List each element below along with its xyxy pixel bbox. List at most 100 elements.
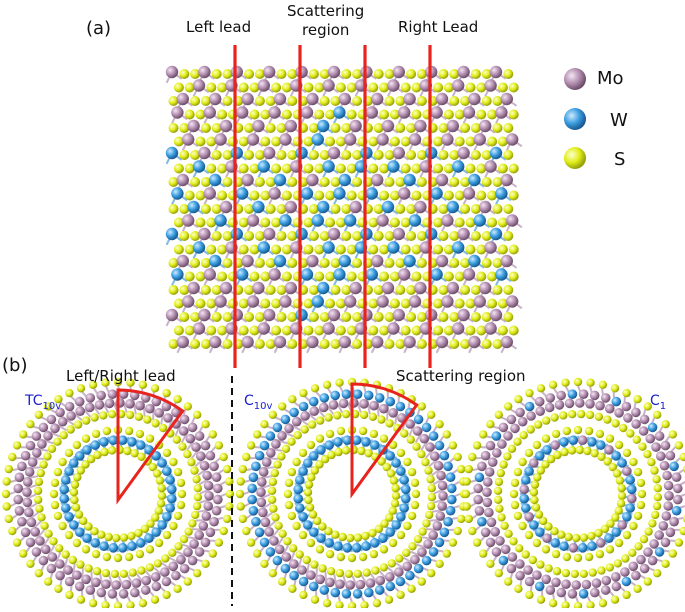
s-atom (454, 453, 462, 461)
mo-atom (171, 571, 181, 581)
s-atom (549, 599, 557, 607)
w-atom (312, 214, 324, 226)
s-atom (427, 411, 435, 419)
s-atom (385, 339, 395, 349)
s-atom (640, 535, 648, 543)
w-atom (99, 437, 109, 447)
mo-atom (387, 79, 399, 91)
mo-atom (651, 442, 661, 452)
mo-atom (195, 431, 205, 441)
s-atom (504, 402, 512, 410)
s-atom (223, 177, 233, 187)
s-atom (347, 191, 357, 201)
mo-atom (301, 106, 313, 118)
s-atom (527, 425, 535, 433)
s-atom (325, 137, 335, 147)
s-atom (55, 544, 63, 552)
mo-atom (661, 441, 671, 451)
s-atom (552, 550, 560, 558)
s-atom (514, 585, 522, 593)
w-atom (136, 538, 146, 548)
s-atom (114, 554, 122, 562)
s-atom (403, 522, 411, 530)
w-atom (274, 255, 286, 267)
panel-a-label: (a) (86, 18, 111, 39)
w-atom (61, 503, 71, 513)
mo-atom (268, 106, 280, 118)
w-atom (422, 423, 432, 433)
s-atom (373, 599, 381, 607)
s-atom (680, 453, 685, 461)
w-atom (136, 440, 146, 450)
s-atom (201, 123, 211, 133)
w-atom (378, 533, 388, 543)
s-atom (449, 538, 457, 546)
s-atom (644, 577, 652, 585)
mo-atom (75, 406, 85, 416)
s-atom (90, 413, 98, 421)
s-atom (37, 469, 45, 477)
w-atom (281, 415, 291, 425)
mo-atom (319, 403, 329, 413)
s-atom (577, 410, 585, 418)
s-atom (92, 550, 100, 558)
mo-atom (125, 399, 135, 409)
w-atom (612, 397, 622, 407)
s-atom (433, 326, 443, 336)
mo-atom (622, 402, 632, 412)
s-atom (455, 137, 465, 147)
mo-atom (457, 147, 469, 159)
s-atom (65, 389, 73, 397)
mo-atom (356, 580, 366, 590)
s-atom (518, 522, 526, 530)
mo-atom (75, 582, 85, 592)
mo-atom (315, 575, 325, 585)
s-atom (553, 567, 561, 575)
mo-atom (55, 559, 65, 569)
mo-atom (501, 174, 513, 186)
s-atom (253, 549, 261, 557)
s-atom (619, 424, 627, 432)
s-atom (179, 231, 189, 241)
s-atom (385, 596, 393, 604)
s-atom (93, 567, 101, 575)
mo-atom (206, 528, 216, 538)
mo-atom (672, 472, 682, 482)
w-atom (167, 494, 177, 504)
s-atom (54, 468, 62, 476)
s-atom (65, 449, 73, 457)
w-atom (295, 503, 305, 513)
mo-atom (627, 494, 637, 504)
s-atom (412, 443, 420, 451)
w-atom (535, 582, 545, 592)
s-atom (220, 453, 228, 461)
s-atom (239, 326, 249, 336)
mo-atom (214, 295, 226, 307)
s-atom (269, 411, 277, 419)
mo-atom (463, 187, 475, 199)
mo-atom (162, 577, 172, 587)
s-atom (499, 460, 507, 468)
w-atom (333, 187, 345, 199)
mo-atom (209, 462, 219, 472)
s-atom (177, 479, 185, 487)
mo-atom (438, 481, 448, 491)
s-atom (563, 427, 571, 435)
s-atom (341, 312, 351, 322)
w-atom (578, 543, 588, 553)
s-atom (586, 411, 594, 419)
s-atom (345, 570, 353, 578)
s-atom (428, 484, 436, 492)
s-atom (514, 512, 522, 520)
mo-atom (345, 580, 355, 590)
s-atom (326, 430, 334, 438)
s-atom (370, 430, 378, 438)
mo-atom (371, 336, 383, 348)
s-atom (444, 272, 454, 282)
s-atom (269, 478, 277, 486)
mo-atom (631, 419, 641, 429)
s-atom (125, 427, 133, 435)
mo-atom (335, 579, 345, 589)
s-atom (368, 245, 378, 255)
w-atom (90, 538, 100, 548)
